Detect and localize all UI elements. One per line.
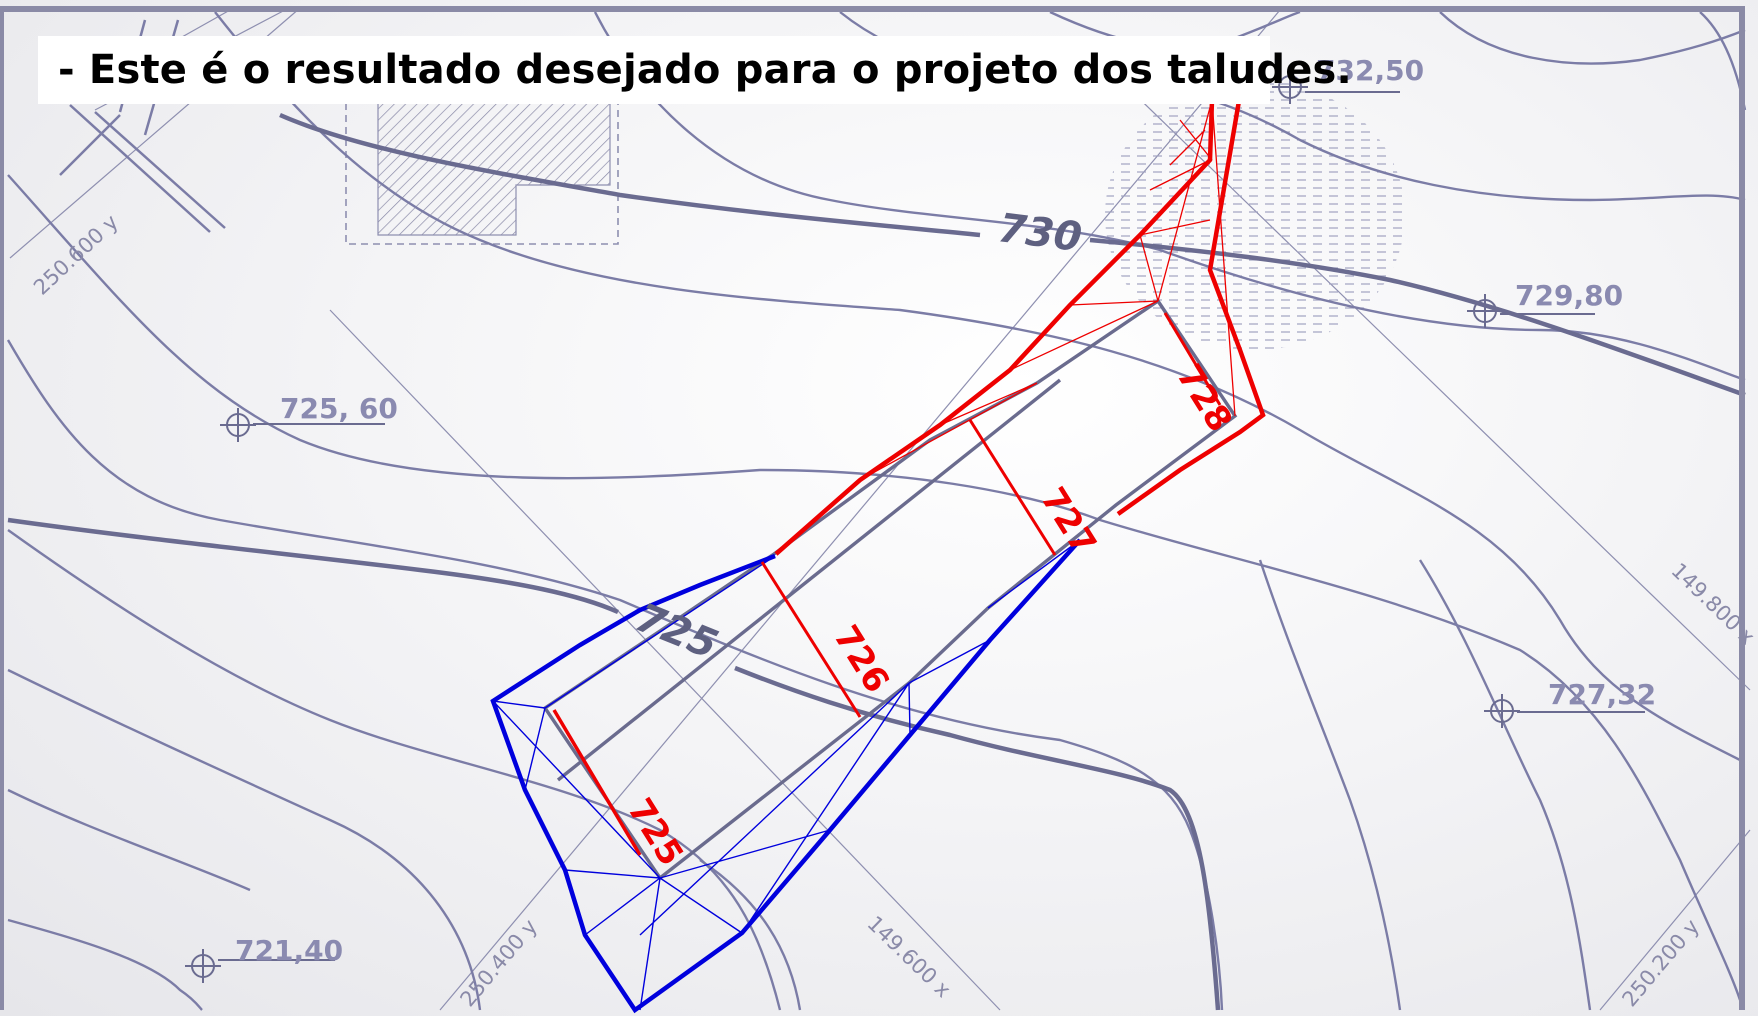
contour-line	[1418, 559, 1592, 1011]
elevation-label-732-50: 732,50	[1316, 54, 1424, 87]
contour-line	[7, 529, 782, 1011]
grid-line	[329, 309, 1001, 1011]
grid-line	[1599, 829, 1751, 1011]
contour-line	[7, 918, 203, 1011]
crosshair-circle-icon	[1467, 294, 1595, 328]
crosshair-circle-icon	[220, 408, 385, 442]
section-line-727	[968, 419, 1057, 556]
fill-slope-hatch	[492, 539, 1081, 1011]
fill-slope	[490, 538, 1082, 1014]
platform-centerline	[556, 378, 1062, 782]
contour-line	[593, 11, 1746, 382]
caption-text: - Este é o resultado desejado para o pro…	[58, 47, 1352, 93]
contour-725-right	[734, 665, 1221, 1011]
slope-label-726: 726	[825, 619, 897, 700]
contour-line	[6, 339, 1224, 1011]
contour-label-730: 730	[996, 205, 1084, 261]
slope-label-728: 728	[1168, 358, 1240, 439]
fill-slope-crest	[490, 538, 1082, 1014]
contour-line	[1258, 559, 1402, 1011]
contour-line	[7, 788, 251, 892]
platform-outline	[542, 298, 1238, 881]
pond-area	[1105, 80, 1405, 350]
contour-line	[1699, 11, 1747, 111]
contour-lines	[6, 10, 1747, 1011]
contour-730-right	[1089, 237, 1746, 398]
crosshair-circle-icon	[185, 949, 335, 983]
contour-line	[214, 11, 1741, 762]
crosshair-circle-icon	[1272, 70, 1400, 104]
platform	[542, 298, 1238, 881]
section-line-725	[552, 709, 642, 856]
contour-line	[7, 668, 482, 1011]
major-contours	[7, 112, 1746, 1011]
contour-label-725: 725	[629, 595, 724, 669]
contour-line	[7, 174, 1742, 1001]
contour-730	[279, 112, 981, 238]
grid-lines	[9, 7, 1751, 1011]
elevation-label-729-80: 729,80	[1515, 279, 1623, 312]
contour-line	[699, 859, 802, 1011]
grid-label-y-250200: 250.200 y	[1617, 915, 1703, 1012]
contour-725	[7, 517, 619, 615]
benchmarks	[185, 70, 1645, 983]
contour-line	[1439, 11, 1746, 65]
grid-label-x-149800: 149.800 x	[1667, 558, 1758, 649]
section-line-728	[1163, 312, 1222, 406]
crosshair-circle-icon	[1484, 694, 1645, 728]
cut-slope-hatch	[859, 94, 1241, 481]
caption-box: - Este é o resultado desejado para o pro…	[38, 36, 1352, 104]
section-line-726	[760, 561, 862, 718]
elevation-label-725-60: 725, 60	[280, 392, 398, 425]
building-hatch	[377, 89, 611, 236]
elevation-label-721-40: 721,40	[235, 934, 343, 967]
elevation-label-727-32: 727,32	[1548, 678, 1656, 711]
grid-label-x-149600: 149.600 x	[863, 911, 956, 1002]
